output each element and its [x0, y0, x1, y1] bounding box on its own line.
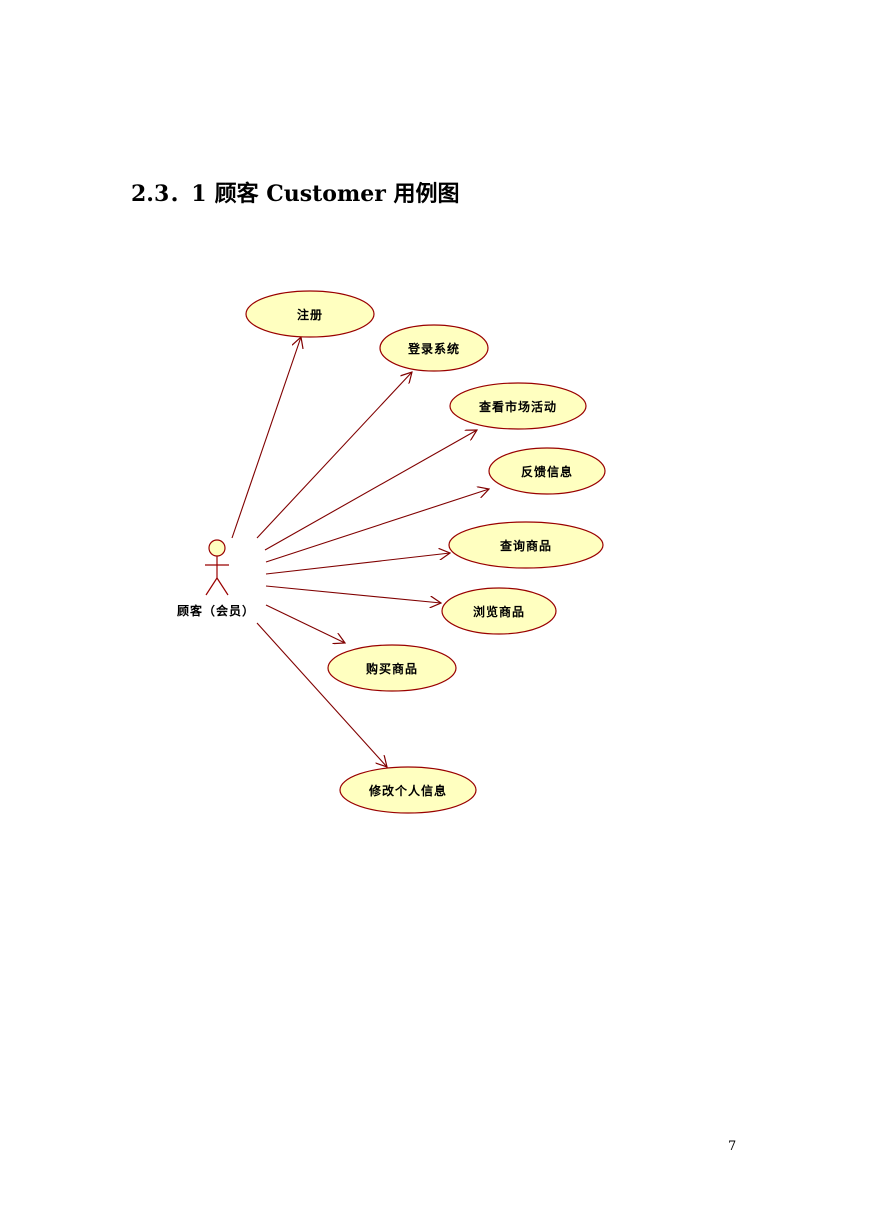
use-case-label: 查看市场活动 — [478, 399, 557, 414]
association-search-products — [265, 553, 450, 575]
use-case-register[interactable]: 注册 — [245, 290, 375, 338]
use-case-ellipse — [245, 290, 375, 338]
use-case-ellipse — [449, 382, 587, 430]
use-case-feedback[interactable]: 反馈信息 — [488, 447, 606, 495]
association-register — [231, 337, 301, 539]
associations — [231, 337, 489, 767]
association-login — [256, 372, 412, 539]
use-case-label: 登录系统 — [407, 341, 460, 356]
use-case-browse-products[interactable]: 浏览商品 — [441, 587, 557, 635]
use-case-ellipse — [441, 587, 557, 635]
actor-customer[interactable]: 顾客（会员） — [177, 539, 255, 618]
section-title-text: 顾客 Customer 用例图 — [214, 181, 460, 207]
section-number: 2.3．1 — [131, 181, 207, 207]
actor-label: 顾客（会员） — [177, 603, 255, 618]
use-case-buy-products[interactable]: 购买商品 — [327, 644, 457, 692]
use-case-edit-profile[interactable]: 修改个人信息 — [339, 766, 477, 814]
use-case-search-products[interactable]: 查询商品 — [448, 521, 604, 569]
use-case-login[interactable]: 登录系统 — [379, 324, 489, 372]
association-browse-products — [265, 585, 441, 603]
use-case-label: 查询商品 — [499, 538, 552, 553]
use-case-ellipse — [327, 644, 457, 692]
use-case-label: 浏览商品 — [473, 604, 525, 619]
association-edit-profile — [256, 622, 387, 767]
page-number: 7 — [728, 1139, 737, 1154]
section-heading: 2.3．1 顾客 Customer 用例图 — [131, 176, 468, 208]
association-feedback — [265, 489, 489, 563]
association-view-activities — [264, 430, 477, 551]
actor-stick-figure-icon — [205, 539, 229, 596]
association-buy-products — [265, 604, 345, 643]
use-case-label: 注册 — [297, 307, 323, 322]
use-case-label: 购买商品 — [366, 661, 418, 676]
use-case-ellipse — [448, 521, 604, 569]
use-case-view-activities[interactable]: 查看市场活动 — [449, 382, 587, 430]
use-case-ellipse — [488, 447, 606, 495]
use-case-label: 修改个人信息 — [368, 783, 447, 798]
use-case-label: 反馈信息 — [521, 464, 573, 479]
use-case-ellipse — [339, 766, 477, 814]
use-case-ellipse — [379, 324, 489, 372]
